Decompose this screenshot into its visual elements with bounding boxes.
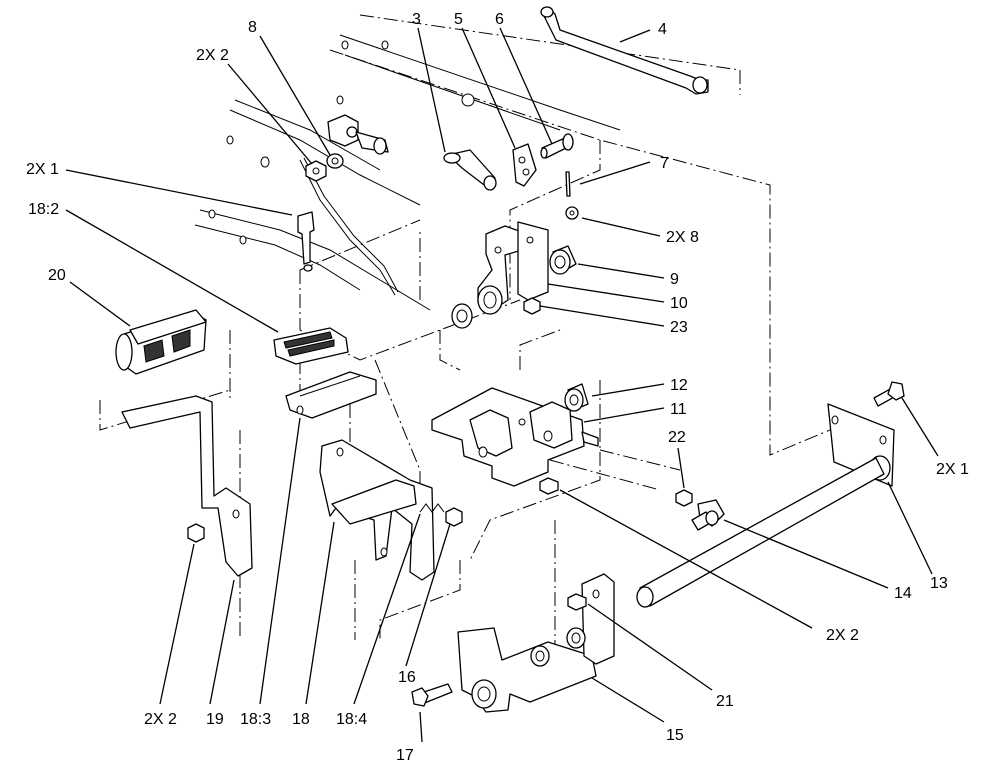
upper-cable-bracket — [299, 114, 399, 296]
callout-12: 12 — [670, 377, 688, 394]
part-22-nut — [675, 489, 693, 507]
callout-8-top: 8 — [248, 19, 257, 36]
callout-9: 9 — [670, 271, 679, 288]
part-14-fitting — [691, 499, 725, 531]
callout-18-2: 18:2 — [28, 201, 59, 218]
part-13-shaft — [636, 403, 895, 608]
callout-2x1-left: 2X 1 — [26, 161, 59, 178]
callout-7: 7 — [660, 155, 669, 172]
part-18-3-pedal — [285, 371, 377, 419]
callout-6: 6 — [495, 11, 504, 28]
part-12-bushing — [564, 383, 589, 412]
part-1-bolt-right — [873, 381, 905, 407]
part-5-clip — [512, 143, 537, 187]
callout-5: 5 — [454, 11, 463, 28]
callout-11: 11 — [670, 401, 687, 418]
part-18-pedal-body — [319, 439, 435, 581]
callout-labels: 8 2X 2 3 5 6 4 2X 1 18:2 7 2X 8 20 9 10 … — [26, 11, 969, 764]
part-2-nut-top — [305, 160, 327, 182]
part-8-washer-right — [565, 206, 579, 220]
part-10-bushing-left — [451, 303, 473, 329]
callout-16: 16 — [398, 669, 416, 686]
callout-2x2-top: 2X 2 — [196, 47, 229, 64]
part-7-cotter-pin — [565, 171, 571, 197]
part-2-nut-bottom — [187, 523, 205, 543]
part-23-nut — [523, 297, 541, 315]
callout-2x8: 2X 8 — [666, 229, 699, 246]
callout-3: 3 — [412, 11, 421, 28]
part-20-pedal-pad — [115, 309, 207, 375]
part-15-lower-bracket — [457, 573, 615, 713]
part-11-bracket — [431, 387, 599, 487]
callout-17: 17 — [396, 747, 414, 764]
callout-10: 10 — [670, 295, 688, 312]
callout-21: 21 — [716, 693, 734, 710]
part-19-pedal-arm — [121, 395, 253, 577]
callout-18: 18 — [292, 711, 310, 728]
callout-4: 4 — [658, 21, 667, 38]
callout-2x1-right: 2X 1 — [936, 461, 969, 478]
part-9-bushing — [549, 245, 577, 275]
callout-13: 13 — [930, 575, 948, 592]
callout-23: 23 — [670, 319, 688, 336]
callout-14: 14 — [894, 585, 912, 602]
part-16-nut — [445, 507, 463, 527]
callout-2x2-mid: 2X 2 — [826, 627, 859, 644]
callout-22: 22 — [668, 429, 686, 446]
part-21-nut — [567, 593, 587, 611]
part-17-bolt — [411, 683, 453, 707]
callout-18-3: 18:3 — [240, 711, 271, 728]
leader-lines — [65, 27, 939, 743]
part-18-4-spring — [419, 503, 445, 513]
part-3-pin — [443, 149, 497, 191]
callout-18-4: 18:4 — [336, 711, 367, 728]
part-1-bolt-left — [297, 211, 315, 272]
part-6-clevis-pin — [540, 133, 574, 159]
part-8-washer-top — [326, 153, 344, 169]
part-2-nut-mid — [539, 477, 559, 495]
part-4-rod — [540, 6, 709, 95]
part-10-arm — [477, 221, 549, 315]
frame-outline — [99, 14, 831, 650]
callout-19: 19 — [206, 711, 224, 728]
callout-20: 20 — [48, 267, 66, 284]
chassis-holes — [208, 40, 475, 245]
part-18-2-pad — [273, 327, 349, 365]
callout-15: 15 — [666, 727, 684, 744]
part-15-bushings — [530, 627, 586, 667]
callout-2x2-bottom: 2X 2 — [144, 711, 177, 728]
